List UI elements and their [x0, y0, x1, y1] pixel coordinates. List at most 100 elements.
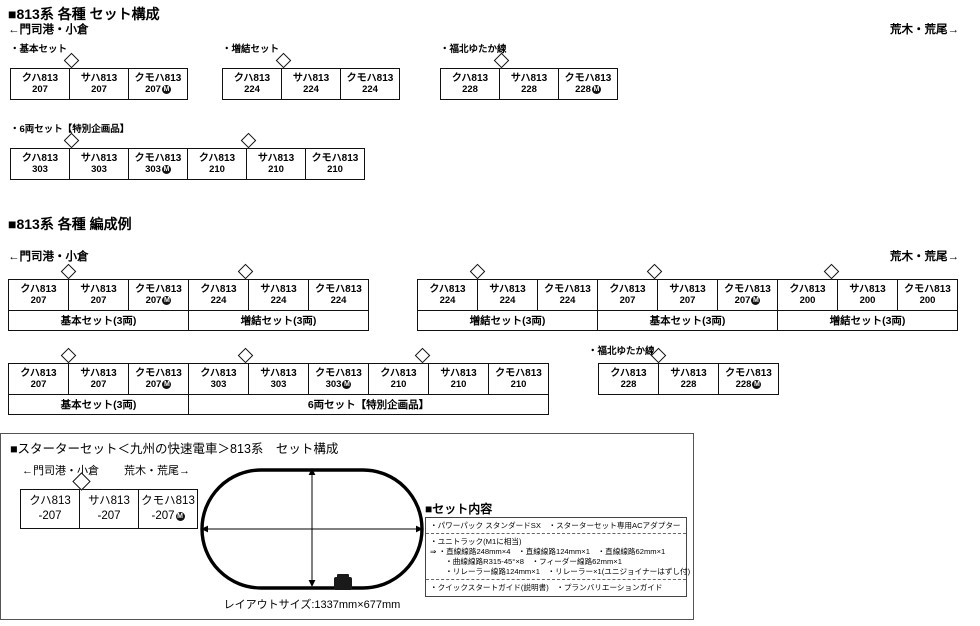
direction-label-right-mid: 荒木・荒尾→ — [890, 251, 959, 263]
set-label-cell: 増結セット(3両) — [777, 310, 958, 331]
set-label-cell: 増結セット(3両) — [417, 310, 598, 331]
pantograph-marker-icon — [493, 52, 510, 69]
car-cell: クモハ813 210 — [305, 148, 365, 180]
car-cell: クハ813 207 — [8, 363, 69, 395]
direction-label-left-mid: ←門司港・小倉 — [8, 251, 89, 263]
pantograph-marker-icon — [63, 132, 80, 149]
track-layout-diagram — [196, 464, 428, 594]
car-cell: クハ813 224 — [417, 279, 478, 311]
car-cell: サハ813 303 — [248, 363, 309, 395]
direction-label-left-top: ←門司港・小倉 — [8, 24, 89, 36]
car-cell: サハ813 228 — [658, 363, 719, 395]
set-label-cell: 6両セット【特別企画品】 — [188, 394, 549, 415]
group-label-basic-set: ・基本セット — [10, 44, 68, 55]
car-cell: クハ813 303 — [10, 148, 70, 180]
set-contents-box: ・パワーパック スタンダードSX ・スターターセット専用ACアダプター ・ユニト… — [425, 517, 690, 597]
contents-row: ・クイックスタートガイド(説明書) ・プランバリエーションガイド — [426, 579, 686, 595]
section-heading-starter-set: ■スターターセット＜九州の快速電車＞813系 セット構成 — [10, 442, 339, 456]
direction-label-right-starter: 荒木・荒尾→ — [124, 465, 190, 477]
car-cell: サハ813 210 — [246, 148, 306, 180]
car-cell: サハ813 207 — [68, 363, 129, 395]
car-cell: クモハ813 200 — [897, 279, 958, 311]
pantograph-marker-icon — [275, 52, 292, 69]
car-cell: クハ813 210 — [368, 363, 429, 395]
motor-car-icon: M — [162, 380, 172, 390]
car-cell: クハ813 303 — [188, 363, 249, 395]
group-label-fukuhoku-yutaka-line-2: ・福北ゆたか線 — [588, 346, 655, 357]
set-label-cell: 基本セット(3両) — [8, 310, 189, 331]
car-cell: クモハ813 224 — [537, 279, 598, 311]
feeder-track-icon — [334, 577, 352, 590]
pantograph-marker-icon — [414, 347, 431, 364]
car-cell: クハ813 224 — [188, 279, 249, 311]
car-cell: サハ813 224 — [248, 279, 309, 311]
car-cell: クハ813 207 — [8, 279, 69, 311]
car-cell: サハ813 207 — [69, 68, 129, 100]
car-cell: クモハ813 224 — [340, 68, 400, 100]
group-label-addon-set: ・増結セット — [222, 44, 280, 55]
motor-car-icon: M — [752, 380, 762, 390]
group-label-six-car-set: ・6両セット【特別企画品】 — [10, 124, 130, 135]
pantograph-marker-icon — [63, 52, 80, 69]
pantograph-marker-icon — [469, 263, 486, 280]
contents-title: ■セット内容 — [425, 502, 493, 516]
section-heading-formation-examples: ■813系 各種 編成例 — [8, 216, 132, 232]
car-cell: クハ813 -207 — [20, 489, 80, 529]
motor-car-icon: M — [751, 296, 761, 306]
car-cell: クハ813 224 — [222, 68, 282, 100]
direction-label-left-starter: ←門司港・小倉 — [22, 465, 99, 477]
car-cell: サハ813 207 — [657, 279, 718, 311]
contents-row: ・パワーパック スタンダードSX ・スターターセット専用ACアダプター — [430, 520, 681, 530]
contents-row: ・ユニトラック(M1に相当) ⇒ ・直線線路248mm×4 ・直線線路124mm… — [426, 533, 690, 579]
pantograph-marker-icon — [646, 263, 663, 280]
pantograph-marker-icon — [823, 263, 840, 280]
section-heading-set-composition: ■813系 各種 セット構成 — [8, 6, 160, 22]
set-label-cell: 基本セット(3両) — [597, 310, 778, 331]
car-cell: クモハ813 210 — [488, 363, 549, 395]
car-cell: サハ813 224 — [281, 68, 341, 100]
direction-label-right-top: 荒木・荒尾→ — [890, 24, 959, 36]
set-label-cell: 基本セット(3両) — [8, 394, 189, 415]
pantograph-marker-icon — [60, 347, 77, 364]
car-cell: クハ813 210 — [187, 148, 247, 180]
car-cell: サハ813 228 — [499, 68, 559, 100]
motor-car-icon: M — [161, 165, 171, 175]
motor-car-icon: M — [591, 85, 601, 95]
car-cell: サハ813 303 — [69, 148, 129, 180]
layout-size-caption: レイアウトサイズ:1337mm×677mm — [223, 599, 401, 611]
pantograph-marker-icon — [240, 132, 257, 149]
group-label-fukuhoku-yutaka-line: ・福北ゆたか線 — [440, 44, 507, 55]
car-cell: クハ813 207 — [597, 279, 658, 311]
car-cell: サハ813 207 — [68, 279, 129, 311]
car-cell: サハ813 210 — [428, 363, 489, 395]
pantograph-marker-icon — [237, 347, 254, 364]
car-cell: クハ813 228 — [440, 68, 500, 100]
pantograph-marker-icon — [237, 263, 254, 280]
motor-car-icon: M — [161, 85, 171, 95]
car-cell: サハ813 224 — [477, 279, 538, 311]
motor-car-icon: M — [175, 512, 185, 521]
car-cell: クモハ813 224 — [308, 279, 369, 311]
pantograph-marker-icon — [60, 263, 77, 280]
car-cell: サハ813 -207 — [79, 489, 139, 529]
car-cell: クハ813 207 — [10, 68, 70, 100]
motor-car-icon: M — [342, 380, 352, 390]
formation-row1-right: クハ813 224 サハ813 224 クモハ813 224 クハ813 207… — [417, 263, 958, 331]
car-cell: サハ813 200 — [837, 279, 898, 311]
